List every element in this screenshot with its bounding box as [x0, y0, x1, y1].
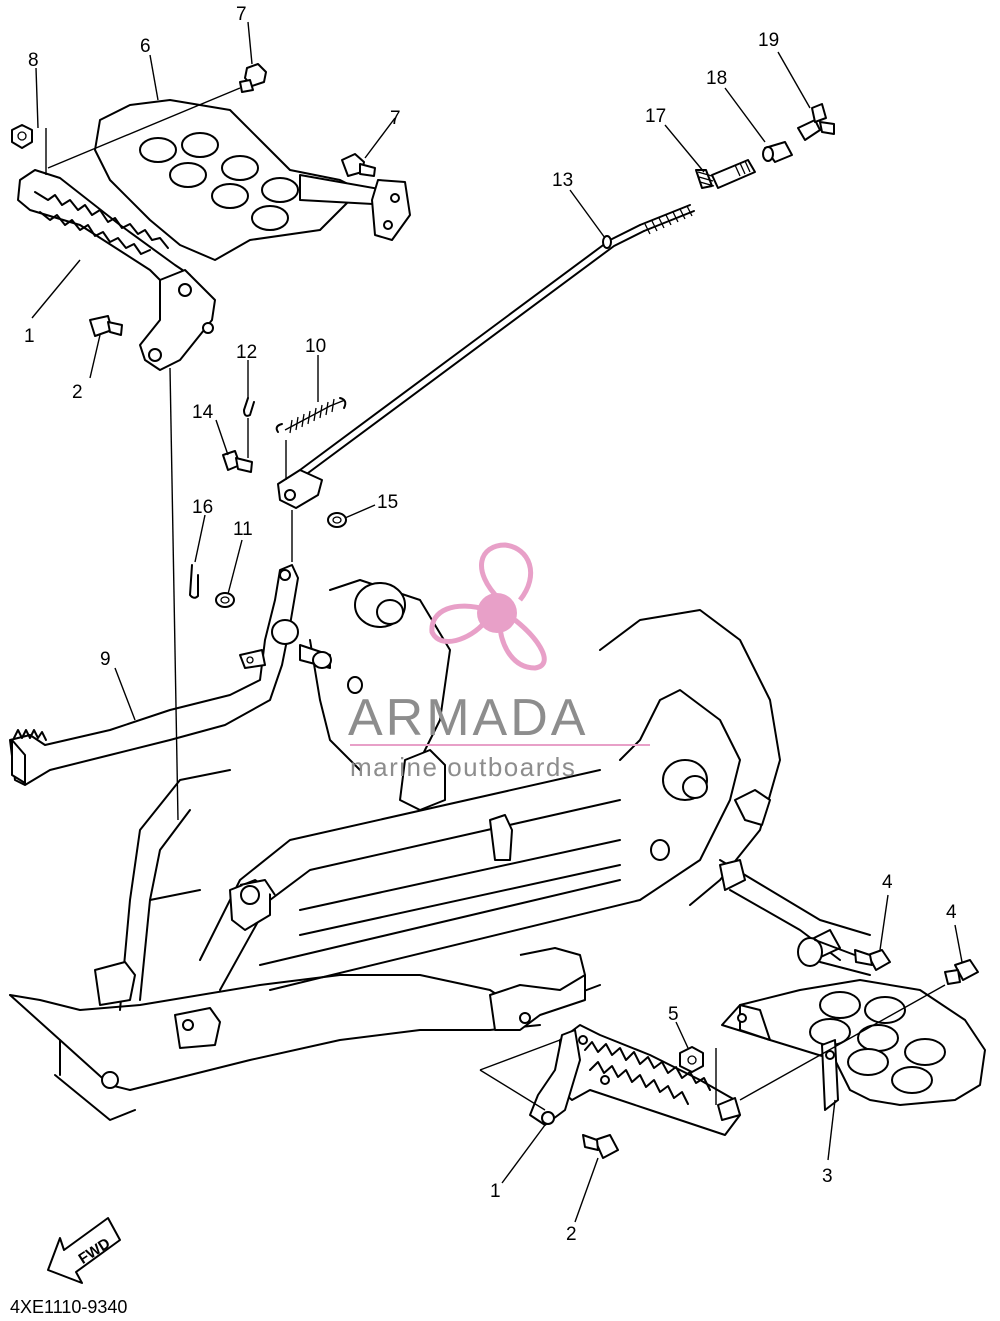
- callout-14: 14: [192, 402, 214, 423]
- frame: [9, 579, 871, 1121]
- callout-1-left: 1: [24, 326, 35, 347]
- brake-rod-assembly: [189, 103, 835, 608]
- callout-4-a: 4: [882, 872, 893, 893]
- leader-lines: [31, 21, 963, 1223]
- callout-11: 11: [233, 519, 253, 540]
- callout-3: 3: [822, 1166, 833, 1187]
- callout-7-top: 7: [236, 4, 247, 25]
- watermark: ARMADA marine outboards: [348, 542, 650, 782]
- callout-12: 12: [236, 342, 257, 363]
- callout-2-right: 2: [566, 1224, 577, 1245]
- callout-1-right: 1: [490, 1181, 501, 1202]
- callout-7-right: 7: [390, 108, 401, 129]
- callout-5: 5: [668, 1004, 679, 1025]
- callout-10: 10: [305, 336, 326, 357]
- callout-9: 9: [100, 649, 111, 670]
- callouts: 1 1 2 2 3 4 4 5 6 7 7 8 9 10 11 12 13 14…: [24, 4, 957, 1245]
- callout-2-left: 2: [72, 382, 83, 403]
- callout-18: 18: [706, 68, 727, 89]
- callout-15: 15: [377, 492, 398, 513]
- footrest-left: [11, 63, 411, 371]
- footrest-right: [529, 929, 986, 1159]
- callout-16: 16: [192, 497, 213, 518]
- callout-17: 17: [645, 106, 666, 127]
- fwd-arrow: FWD: [47, 1217, 121, 1284]
- callout-19: 19: [758, 30, 779, 51]
- callout-8: 8: [28, 50, 39, 71]
- callout-13: 13: [552, 170, 573, 191]
- callout-6: 6: [140, 36, 151, 57]
- diagram-code: 4XE1110-9340: [10, 1297, 127, 1317]
- watermark-tagline: marine outboards: [350, 752, 576, 782]
- watermark-brand: ARMADA: [348, 689, 588, 747]
- propeller-logo: [429, 542, 547, 671]
- callout-4-b: 4: [946, 902, 957, 923]
- brake-pedal: [9, 564, 299, 786]
